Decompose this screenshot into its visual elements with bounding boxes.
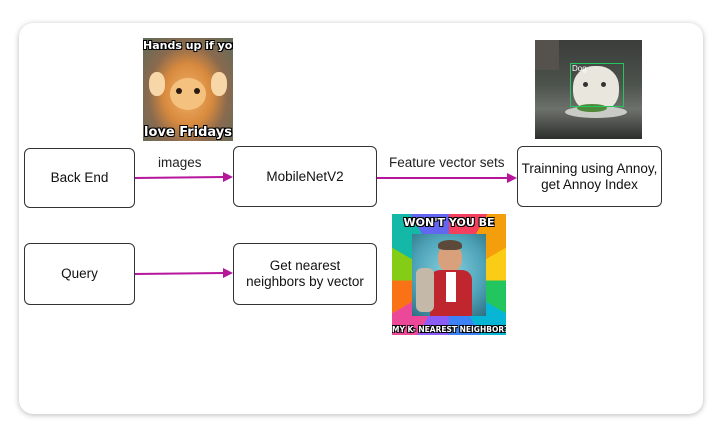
mobilenet-node: MobileNetV2 xyxy=(233,146,377,207)
neighbor-meme-bottom-text: MY K- NEAREST NEIGHBOR? xyxy=(392,325,506,334)
cat-at-table-image: Dog xyxy=(535,40,642,139)
cat-meme-top-text: Hands up if you xyxy=(143,39,233,52)
arrow-feature-vectors xyxy=(377,173,517,183)
detection-box xyxy=(570,63,624,107)
back-end-node: Back End xyxy=(24,148,135,208)
nearest-neighbors-node: Get nearest neighbors by vector xyxy=(233,243,377,305)
training-node: Trainning using Annoy, get Annoy Index xyxy=(517,146,662,207)
neighbor-meme-image: WON'T YOU BE MY K- NEAREST NEIGHBOR? xyxy=(392,214,506,335)
detection-box-label: Dog xyxy=(572,64,587,73)
neighbor-meme-top-text: WON'T YOU BE xyxy=(403,216,495,229)
query-node: Query xyxy=(24,243,135,305)
cat-meme-bottom-text: love Fridays xyxy=(143,125,232,140)
images-edge-label: images xyxy=(158,155,202,170)
cat-meme-image: Hands up if you love Fridays xyxy=(143,38,233,141)
feature-vectors-edge-label: Feature vector sets xyxy=(389,155,505,170)
arrow-images xyxy=(133,172,233,182)
arrow-query xyxy=(133,268,233,278)
